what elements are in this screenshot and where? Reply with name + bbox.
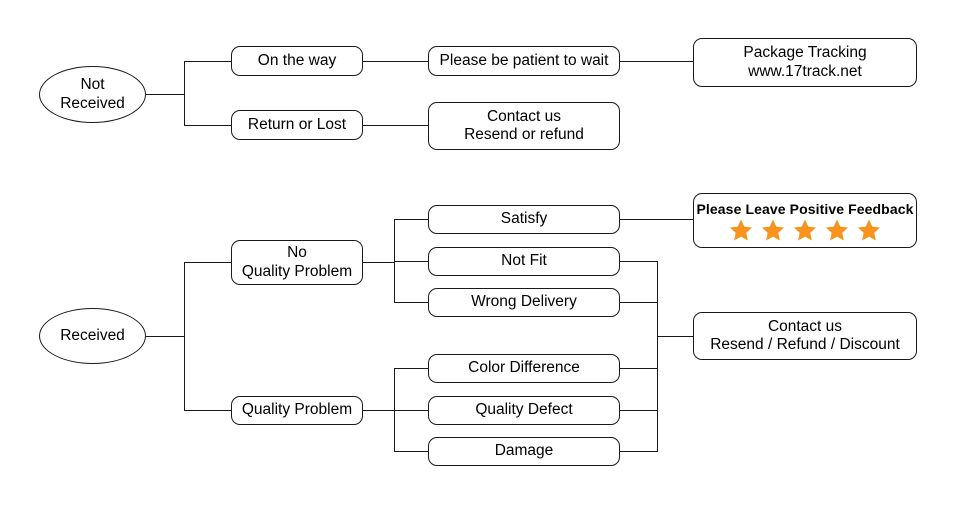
star-icon[interactable] bbox=[857, 218, 881, 242]
node-damage[interactable]: Damage bbox=[428, 437, 620, 466]
connector-wrong-delivery-to-bus bbox=[620, 302, 658, 304]
connector-damage-to-bus bbox=[620, 451, 658, 453]
node-satisfy[interactable]: Satisfy bbox=[428, 205, 620, 234]
feedback-card[interactable]: Please Leave Positive Feedback bbox=[693, 193, 917, 248]
connector-on-the-way-to-be-patient bbox=[363, 61, 428, 63]
connector-received-stem bbox=[146, 336, 185, 338]
connector-bus-to-contact-us bbox=[657, 336, 694, 338]
connector-no-quality-stem bbox=[363, 262, 395, 264]
connector-arm-on-the-way bbox=[184, 61, 231, 63]
node-contact-us-resend-or-refund[interactable]: Contact us Resend or refund bbox=[428, 102, 620, 150]
node-received[interactable]: Received bbox=[39, 308, 146, 364]
node-return-or-lost[interactable]: Return or Lost bbox=[231, 110, 363, 140]
star-rating[interactable] bbox=[729, 218, 881, 242]
connector-quality-stem bbox=[363, 410, 395, 412]
node-on-the-way[interactable]: On the way bbox=[231, 46, 363, 76]
node-quality-defect[interactable]: Quality Defect bbox=[428, 396, 620, 425]
connector-arm-satisfy bbox=[394, 219, 428, 221]
node-package-tracking[interactable]: Package Tracking www.17track.net bbox=[693, 38, 917, 87]
star-icon[interactable] bbox=[761, 218, 785, 242]
connector-merge-bus bbox=[657, 261, 659, 452]
connector-not-received-stem bbox=[146, 94, 185, 96]
connector-color-difference-to-bus bbox=[620, 368, 658, 370]
node-contact-us-resend-refund-discount[interactable]: Contact us Resend / Refund / Discount bbox=[693, 312, 917, 360]
node-please-be-patient-to-wait[interactable]: Please be patient to wait bbox=[428, 46, 620, 76]
node-no-quality-problem[interactable]: No Quality Problem bbox=[231, 240, 363, 285]
connector-arm-not-fit bbox=[394, 261, 428, 263]
star-icon[interactable] bbox=[793, 218, 817, 242]
connector-arm-damage bbox=[394, 451, 428, 453]
connector-arm-quality-problem bbox=[184, 410, 231, 412]
star-icon[interactable] bbox=[825, 218, 849, 242]
node-quality-problem[interactable]: Quality Problem bbox=[231, 396, 363, 425]
star-icon[interactable] bbox=[729, 218, 753, 242]
connector-received-fan bbox=[184, 262, 186, 411]
connector-arm-no-quality-problem bbox=[184, 262, 231, 264]
connector-arm-quality-defect bbox=[394, 410, 428, 412]
node-wrong-delivery[interactable]: Wrong Delivery bbox=[428, 288, 620, 317]
connector-return-or-lost-to-contact bbox=[363, 125, 428, 127]
feedback-title: Please Leave Positive Feedback bbox=[696, 201, 914, 217]
node-color-difference[interactable]: Color Difference bbox=[428, 354, 620, 383]
connector-not-fit-to-bus bbox=[620, 261, 658, 263]
connector-satisfy-to-feedback bbox=[620, 219, 693, 221]
connector-arm-color-difference bbox=[394, 368, 428, 370]
connector-be-patient-to-package-tracking bbox=[620, 61, 693, 63]
connector-quality-defect-to-bus bbox=[620, 410, 658, 412]
connector-not-received-fan bbox=[184, 61, 186, 126]
connector-arm-wrong-delivery bbox=[394, 302, 428, 304]
connector-arm-return-or-lost bbox=[184, 125, 231, 127]
node-not-received[interactable]: Not Received bbox=[39, 66, 146, 123]
node-not-fit[interactable]: Not Fit bbox=[428, 247, 620, 276]
